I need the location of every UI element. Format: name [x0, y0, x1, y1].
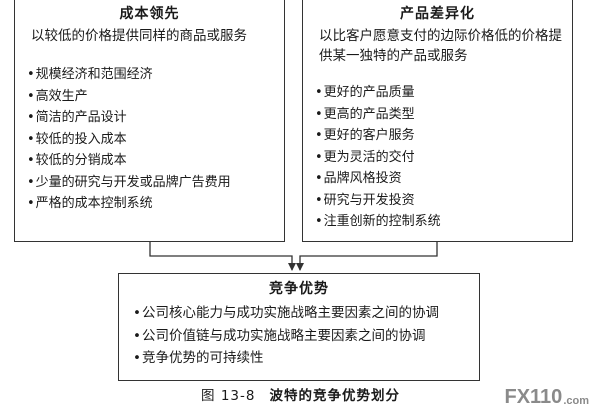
list-item: 公司价值链与成功实施战略主要因素之间的协调	[133, 325, 479, 348]
figure-title: 波特的竞争优势划分	[269, 388, 400, 404]
list-item: 更好的产品质量	[315, 82, 572, 104]
list-item: 研究与开发投资	[315, 190, 572, 212]
competitive-advantage-title: 竞争优势	[269, 281, 329, 297]
list-item: 较低的投入成本	[27, 129, 284, 151]
competitive-advantage-list: 公司核心能力与成功实施战略主要因素之间的协调 公司价值链与成功实施战略主要因素之…	[119, 302, 479, 370]
watermark-brand: FX110	[504, 386, 563, 408]
left-to-bottom-arrow	[149, 242, 296, 271]
watermark-suffix: .com	[563, 395, 589, 407]
list-item: 高效生产	[27, 86, 284, 108]
list-item: 注重创新的控制系统	[315, 211, 572, 233]
watermark-logo: FX110.com	[504, 386, 589, 409]
cost-leadership-list: 规模经济和范围经济 高效生产 简洁的产品设计 较低的投入成本 较低的分销成本 少…	[15, 64, 284, 215]
differentiation-list: 更好的产品质量 更高的产品类型 更好的客户服务 更为灵活的交付 品牌风格投资 研…	[303, 82, 572, 233]
list-item: 竞争优势的可持续性	[133, 347, 479, 370]
list-item: 简洁的产品设计	[27, 107, 284, 129]
right-to-bottom-arrow	[296, 242, 438, 271]
list-item: 品牌风格投资	[315, 168, 572, 190]
differentiation-desc: 以比客户愿意支付的边际价格低的价格提供某一独特的产品或服务	[319, 28, 562, 64]
cost-leadership-title: 成本领先	[119, 6, 180, 22]
figure-number: 图 13-8	[201, 388, 256, 404]
list-item: 公司核心能力与成功实施战略主要因素之间的协调	[133, 302, 479, 325]
list-item: 规模经济和范围经济	[27, 64, 284, 86]
figure-caption: 图 13-8 波特的竞争优势划分	[0, 384, 601, 404]
cost-leadership-box: 成本领先 以较低的价格提供同样的商品或服务 规模经济和范围经济 高效生产 简洁的…	[14, 0, 285, 242]
list-item: 严格的成本控制系统	[27, 193, 284, 215]
list-item: 较低的分销成本	[27, 150, 284, 172]
differentiation-title: 产品差异化	[400, 6, 475, 22]
differentiation-box: 产品差异化 以比客户愿意支付的边际价格低的价格提供某一独特的产品或服务 更好的产…	[302, 0, 573, 242]
cost-leadership-desc: 以较低的价格提供同样的商品或服务	[31, 28, 247, 44]
list-item: 少量的研究与开发或品牌广告费用	[27, 172, 284, 194]
list-item: 更好的客户服务	[315, 125, 572, 147]
competitive-advantage-box: 竞争优势 公司核心能力与成功实施战略主要因素之间的协调 公司价值链与成功实施战略…	[118, 273, 480, 381]
list-item: 更高的产品类型	[315, 104, 572, 126]
list-item: 更为灵活的交付	[315, 147, 572, 169]
